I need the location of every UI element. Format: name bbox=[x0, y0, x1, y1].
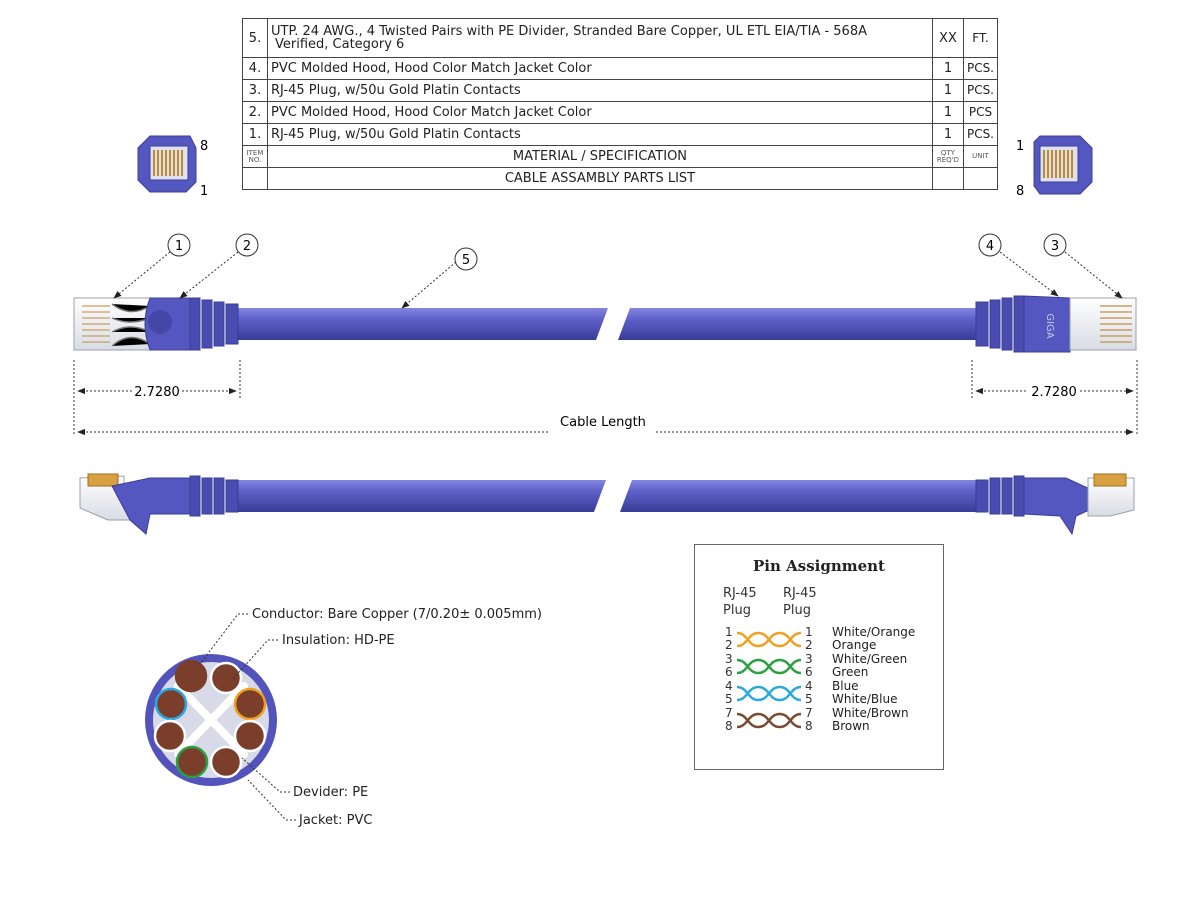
parts-row: 3. RJ-45 Plug, w/50u Gold Platin Contact… bbox=[242, 79, 999, 102]
right-plug-header: RJ-45 Plug bbox=[783, 586, 817, 618]
callout-4: 4 bbox=[978, 233, 1059, 297]
cable-top-view: GIGA bbox=[73, 295, 1137, 353]
left-dimension: 2.7280 bbox=[134, 385, 180, 400]
item-number: 5. bbox=[242, 18, 268, 58]
parts-row: 2. PVC Molded Hood, Hood Color Match Jac… bbox=[242, 101, 999, 124]
pin-assignment-title: Pin Assignment bbox=[753, 557, 885, 575]
divider-label: Devider: PE bbox=[293, 785, 368, 800]
material-cell: PVC Molded Hood, Hood Color Match Jacket… bbox=[267, 57, 933, 80]
unit-cell: PCS. bbox=[962, 123, 999, 146]
parts-list-title: CABLE ASSAMBLY PARTS LIST bbox=[267, 167, 933, 190]
callout-number: 3 bbox=[1051, 239, 1059, 254]
item-number: 1. bbox=[242, 123, 268, 146]
unit-cell: PCS. bbox=[962, 79, 999, 102]
twisted-pair-wire bbox=[736, 712, 802, 729]
callout-1: 1 bbox=[113, 233, 191, 299]
material-cell: UTP. 24 AWG., 4 Twisted Pairs with PE Di… bbox=[267, 18, 933, 58]
boot-logo: GIGA bbox=[1044, 313, 1055, 338]
right-pin: 3 bbox=[805, 652, 813, 666]
callout-3: 3 bbox=[1043, 233, 1123, 299]
callout-number: 2 bbox=[243, 239, 251, 254]
callout-2: 2 bbox=[179, 233, 259, 299]
material-line: UTP. 24 AWG., 4 Twisted Pairs with PE Di… bbox=[271, 24, 867, 39]
right-pin: 6 bbox=[805, 665, 813, 679]
wire-color: White/Blue bbox=[832, 692, 898, 706]
pin-assignment-box: Pin Assignment RJ-45 Plug RJ-45 Plug 1 2… bbox=[694, 544, 944, 770]
parts-header-row: ITEM NO. MATERIAL / SPECIFICATION QTY RE… bbox=[242, 145, 999, 168]
right-pin: 1 bbox=[805, 625, 813, 639]
left-pin: 2 bbox=[725, 638, 733, 652]
parts-list-table: 5. UTP. 24 AWG., 4 Twisted Pairs with PE… bbox=[242, 18, 999, 190]
dimension-lines bbox=[73, 360, 1138, 436]
callout-5: 5 bbox=[401, 247, 478, 309]
cable-length-dimension: Cable Length bbox=[560, 415, 646, 430]
twisted-pair-wire bbox=[736, 631, 802, 648]
right-pin: 8 bbox=[805, 719, 813, 733]
left-pin: 4 bbox=[725, 679, 733, 693]
material-header: MATERIAL / SPECIFICATION bbox=[267, 145, 933, 168]
left-pin: 8 bbox=[725, 719, 733, 733]
callout-number: 1 bbox=[175, 239, 183, 254]
jacket-label: Jacket: PVC bbox=[298, 813, 372, 828]
qty-cell: XX bbox=[931, 18, 964, 58]
material-cell: PVC Molded Hood, Hood Color Match Jacket… bbox=[267, 101, 933, 124]
left-pin: 5 bbox=[725, 692, 733, 706]
right-pin: 7 bbox=[805, 706, 813, 720]
left-pin: 1 bbox=[725, 625, 733, 639]
wire-color: Green bbox=[832, 665, 869, 679]
left-plug-end-view bbox=[137, 135, 197, 193]
cable-cross-section bbox=[145, 613, 296, 821]
left-pin: 7 bbox=[725, 706, 733, 720]
right-plug-end-view bbox=[1033, 135, 1093, 195]
material-cell: RJ-45 Plug, w/50u Gold Platin Contacts bbox=[267, 79, 933, 102]
unit-header: UNIT bbox=[962, 145, 999, 168]
insulation-label: Insulation: HD-PE bbox=[282, 633, 395, 648]
left-plug-header: RJ-45 Plug bbox=[723, 586, 757, 618]
twisted-pair-wire bbox=[736, 658, 802, 675]
twisted-pair-wire bbox=[736, 685, 802, 702]
right-plug-pin-top: 1 bbox=[1016, 139, 1024, 154]
wire-color: White/Brown bbox=[832, 706, 909, 720]
cable-side-view bbox=[79, 473, 1135, 536]
right-dimension: 2.7280 bbox=[1031, 385, 1077, 400]
left-plug-pin-top: 8 bbox=[200, 139, 208, 154]
wire-color: White/Green bbox=[832, 652, 908, 666]
wire-color: White/Orange bbox=[832, 625, 916, 639]
right-pin: 4 bbox=[805, 679, 813, 693]
left-plug-pin-bottom: 1 bbox=[200, 184, 208, 199]
wire-color: Brown bbox=[832, 719, 870, 733]
material-line: Verified, Category 6 bbox=[275, 37, 405, 52]
left-pin: 6 bbox=[725, 665, 733, 679]
wire-color: Blue bbox=[832, 679, 859, 693]
conductor-label: Conductor: Bare Copper (7/0.20± 0.005mm) bbox=[252, 607, 542, 622]
item-no-header: ITEM NO. bbox=[242, 145, 268, 168]
right-plug-pin-bottom: 8 bbox=[1016, 184, 1024, 199]
wire-color: Orange bbox=[832, 638, 877, 652]
right-pin: 2 bbox=[805, 638, 813, 652]
parts-title-row: CABLE ASSAMBLY PARTS LIST bbox=[242, 167, 999, 190]
parts-row: 4. PVC Molded Hood, Hood Color Match Jac… bbox=[242, 57, 999, 80]
callout-number: 5 bbox=[462, 253, 470, 268]
right-pin: 5 bbox=[805, 692, 813, 706]
left-pin: 3 bbox=[725, 652, 733, 666]
twisted-pairs-diagram bbox=[736, 631, 802, 729]
unit-cell: FT. bbox=[962, 18, 999, 58]
callout-number: 4 bbox=[986, 239, 994, 254]
parts-row: 5. UTP. 24 AWG., 4 Twisted Pairs with PE… bbox=[242, 18, 999, 58]
item-number: 3. bbox=[242, 79, 268, 102]
